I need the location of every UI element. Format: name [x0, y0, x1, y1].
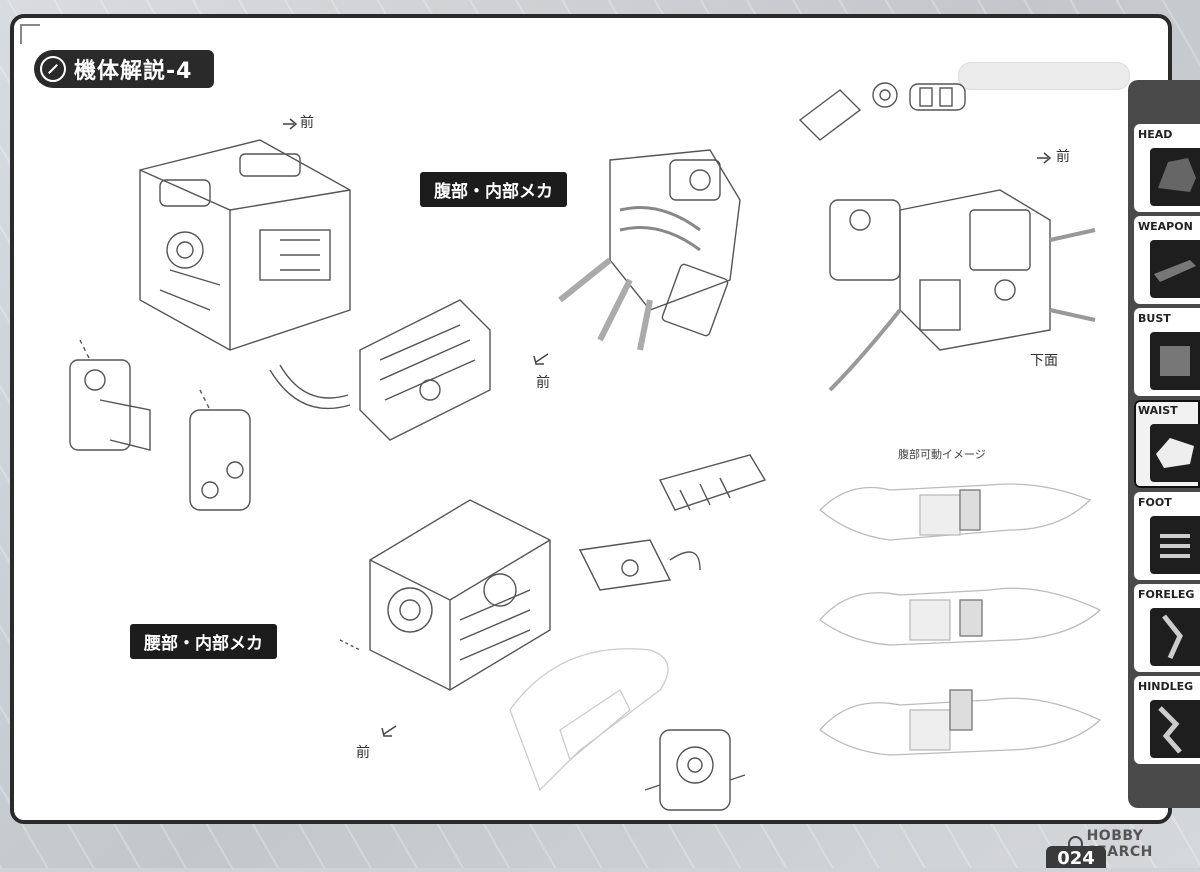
sketch-joint-parts	[60, 340, 290, 530]
sketch-hose-block	[260, 280, 500, 450]
tab-foreleg[interactable]: FORELEG	[1134, 584, 1200, 672]
tab-head-label: HEAD	[1138, 128, 1173, 141]
front-arrow-icon-2	[530, 350, 550, 368]
sketch-abdomen-mech	[550, 140, 780, 360]
label-waist-internal: 腰部・内部メカ	[130, 624, 277, 659]
front-arrow-icon	[282, 116, 300, 132]
tab-head[interactable]: HEAD	[1134, 124, 1200, 212]
tab-waist-label: WAIST	[1138, 404, 1178, 417]
front-label-3: 前	[1056, 149, 1070, 165]
sketch-cylinder-part	[640, 720, 750, 820]
lion-head-icon	[1150, 148, 1200, 206]
tab-weapon[interactable]: WEAPON	[1134, 216, 1200, 304]
abdomen-motion-caption: 腹部可動イメージ	[898, 448, 986, 461]
tab-weapon-label: WEAPON	[1138, 220, 1193, 233]
tab-foreleg-label: FORELEG	[1138, 588, 1195, 601]
tab-waist[interactable]: WAIST	[1134, 400, 1200, 488]
sketch-motion-silhouettes	[810, 470, 1110, 790]
front-arrow-label: 前	[300, 115, 314, 131]
label-abdomen-internal: 腹部・内部メカ	[420, 172, 567, 207]
bottom-view-label: 下面	[1030, 353, 1058, 369]
front-label-4: 前	[356, 745, 370, 761]
waist-icon	[1150, 424, 1200, 482]
tab-bust-label: BUST	[1138, 312, 1171, 325]
sketch-linkage-parts	[570, 450, 790, 620]
faded-header-tag	[958, 62, 1130, 90]
weapon-icon	[1150, 240, 1200, 298]
tab-hindleg-label: HINDLEG	[1138, 680, 1194, 693]
front-arrow-icon-4	[378, 722, 398, 740]
front-arrow-icon-3	[1036, 150, 1054, 166]
gauge-icon	[40, 56, 66, 82]
page-title: 機体解説-4	[74, 59, 193, 84]
page-number: 024	[1046, 846, 1106, 869]
foreleg-icon	[1150, 608, 1200, 666]
section-title-badge: 機体解説-4	[34, 50, 214, 88]
frame-corner-accent	[20, 24, 40, 44]
sketch-chest-block	[60, 110, 390, 370]
front-label-2: 前	[536, 375, 550, 391]
foot-icon	[1150, 516, 1200, 574]
bust-icon	[1150, 332, 1200, 390]
sketch-waist-block	[330, 480, 570, 700]
tab-bust[interactable]: BUST	[1134, 308, 1200, 396]
tab-foot[interactable]: FOOT	[1134, 492, 1200, 580]
tab-hindleg[interactable]: HINDLEG	[1134, 676, 1200, 764]
sketch-armor-outline	[500, 630, 690, 800]
sketch-abdomen-right	[820, 160, 1100, 410]
tab-foot-label: FOOT	[1138, 496, 1172, 509]
sketch-small-parts	[790, 70, 980, 150]
hindleg-icon	[1150, 700, 1200, 758]
content-frame	[10, 14, 1172, 824]
section-tab-strip: HEAD WEAPON BUST WAIST FOOT FORELEG HI	[1128, 80, 1200, 808]
